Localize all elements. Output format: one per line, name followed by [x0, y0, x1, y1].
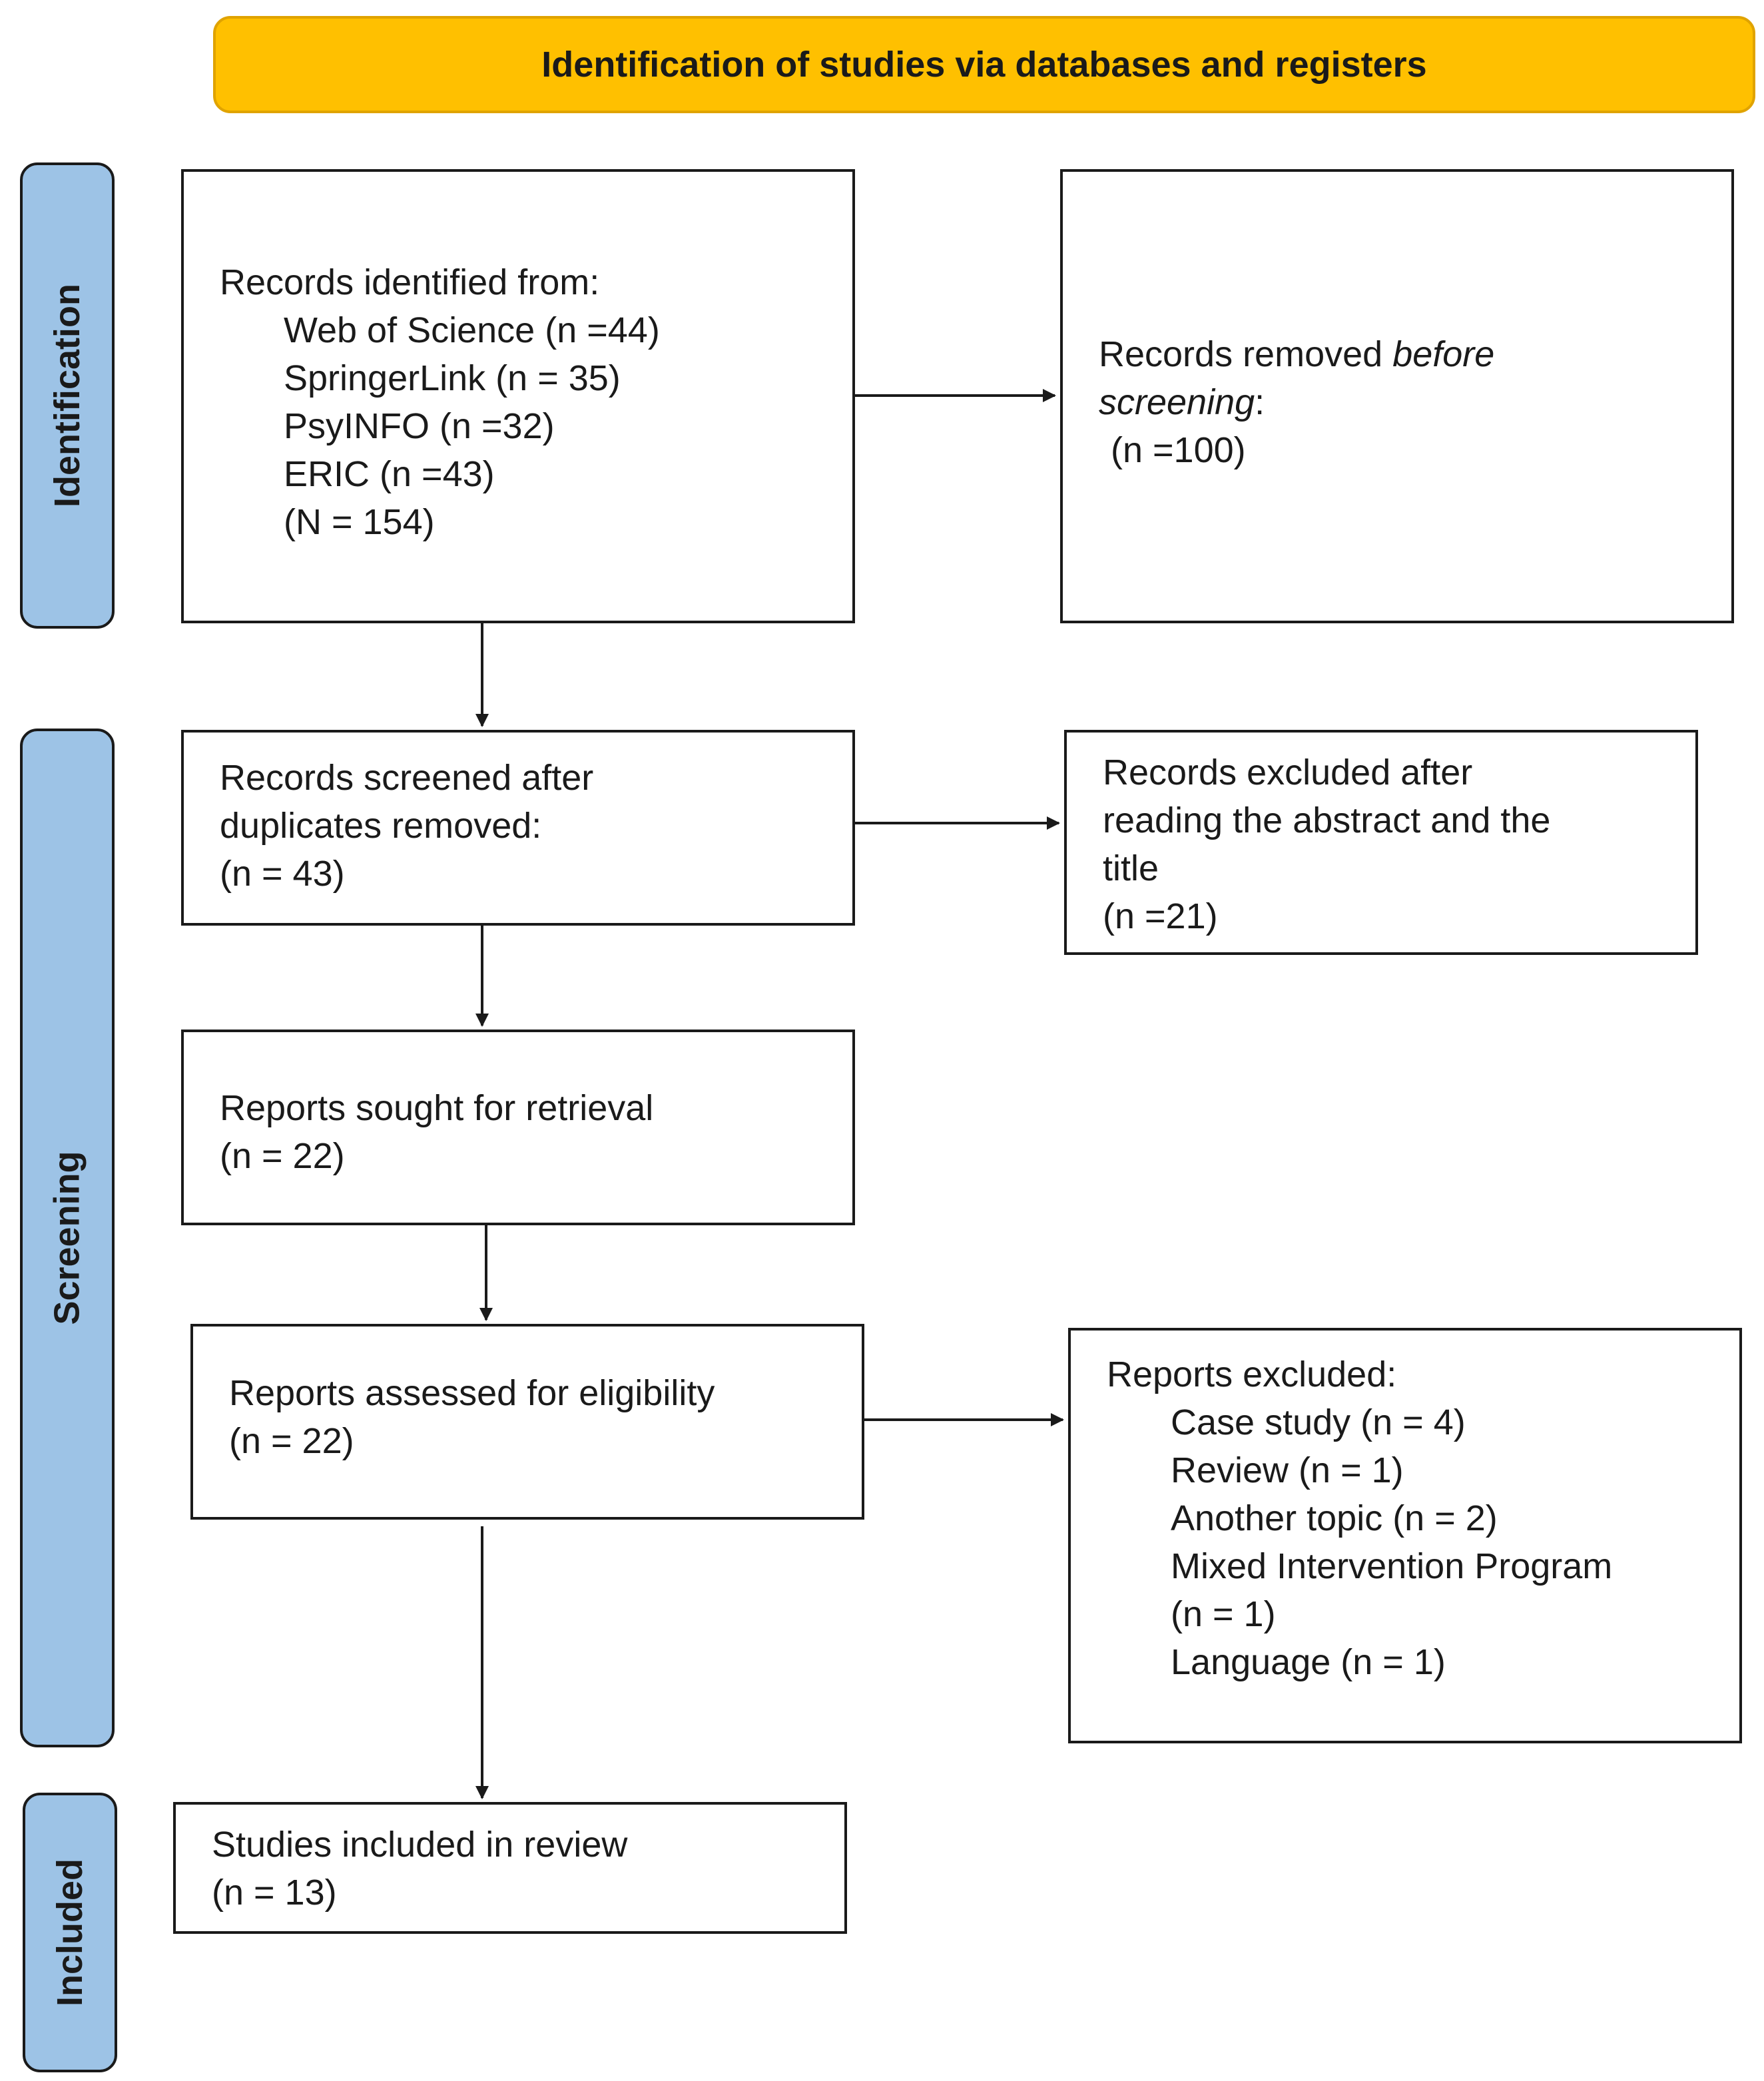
- source-springerlink: SpringerLink (n = 35): [284, 358, 621, 398]
- records-removed-before: before: [1392, 334, 1495, 374]
- reports-excluded-another-topic: Another topic (n = 2): [1171, 1498, 1498, 1538]
- source-psyinfo: PsyINFO (n =32): [284, 406, 555, 446]
- reports-excluded-mixed-count: (n = 1): [1171, 1594, 1276, 1634]
- records-removed-count: (n =100): [1111, 430, 1246, 470]
- records-identified-heading: Records identified from:: [220, 262, 600, 302]
- studies-included-line1: Studies included in review: [212, 1825, 628, 1865]
- records-removed-colon: :: [1255, 382, 1265, 422]
- studies-included-box: Studies included in review (n = 13): [173, 1802, 847, 1934]
- reports-excluded-heading: Reports excluded:: [1107, 1354, 1397, 1394]
- records-removed-screening: screening: [1099, 382, 1255, 422]
- records-screened-line1: Records screened after: [220, 758, 594, 798]
- records-screened-line2: duplicates removed:: [220, 806, 542, 846]
- reports-sought-count: (n = 22): [220, 1136, 345, 1176]
- source-web-of-science: Web of Science (n =44): [284, 310, 660, 350]
- records-removed-line2: screening:: [1099, 378, 1731, 426]
- reports-excluded-review: Review (n = 1): [1171, 1450, 1404, 1490]
- reports-assessed-count: (n = 22): [229, 1421, 354, 1461]
- reports-excluded-language: Language (n = 1): [1171, 1642, 1446, 1682]
- records-removed-line1: Records removed before: [1099, 330, 1731, 378]
- source-total: (N = 154): [284, 502, 435, 542]
- header-banner: Identification of studies via databases …: [213, 16, 1755, 113]
- studies-included-count: (n = 13): [212, 1873, 337, 1913]
- phase-screening: Screening: [20, 729, 115, 1747]
- source-eric: ERIC (n =43): [284, 454, 495, 494]
- records-removed-prefix: Records removed: [1099, 334, 1393, 374]
- reports-sought-box: Reports sought for retrieval (n = 22): [181, 1030, 855, 1225]
- records-screened-box: Records screened after duplicates remove…: [181, 730, 855, 926]
- records-excluded-box: Records excluded after reading the abstr…: [1064, 730, 1698, 955]
- reports-excluded-case-study: Case study (n = 4): [1171, 1402, 1466, 1442]
- records-excluded-count: (n =21): [1103, 896, 1218, 936]
- phase-included: Included: [23, 1793, 117, 2072]
- records-removed-box: Records removed before screening: (n =10…: [1060, 169, 1734, 623]
- records-excluded-line1: Records excluded after: [1103, 752, 1473, 792]
- records-excluded-line2: reading the abstract and the: [1103, 800, 1551, 840]
- records-screened-count: (n = 43): [220, 854, 345, 894]
- reports-excluded-mixed-intervention: Mixed Intervention Program: [1171, 1546, 1613, 1586]
- records-excluded-line3: title: [1103, 848, 1159, 888]
- phase-identification: Identification: [20, 162, 115, 629]
- reports-excluded-box: Reports excluded: Case study (n = 4) Rev…: [1068, 1328, 1742, 1743]
- reports-assessed-box: Reports assessed for eligibility (n = 22…: [190, 1324, 864, 1520]
- reports-sought-line1: Reports sought for retrieval: [220, 1088, 654, 1128]
- header-title: Identification of studies via databases …: [541, 45, 1427, 85]
- records-identified-box: Records identified from: Web of Science …: [181, 169, 855, 623]
- reports-assessed-line1: Reports assessed for eligibility: [229, 1373, 715, 1413]
